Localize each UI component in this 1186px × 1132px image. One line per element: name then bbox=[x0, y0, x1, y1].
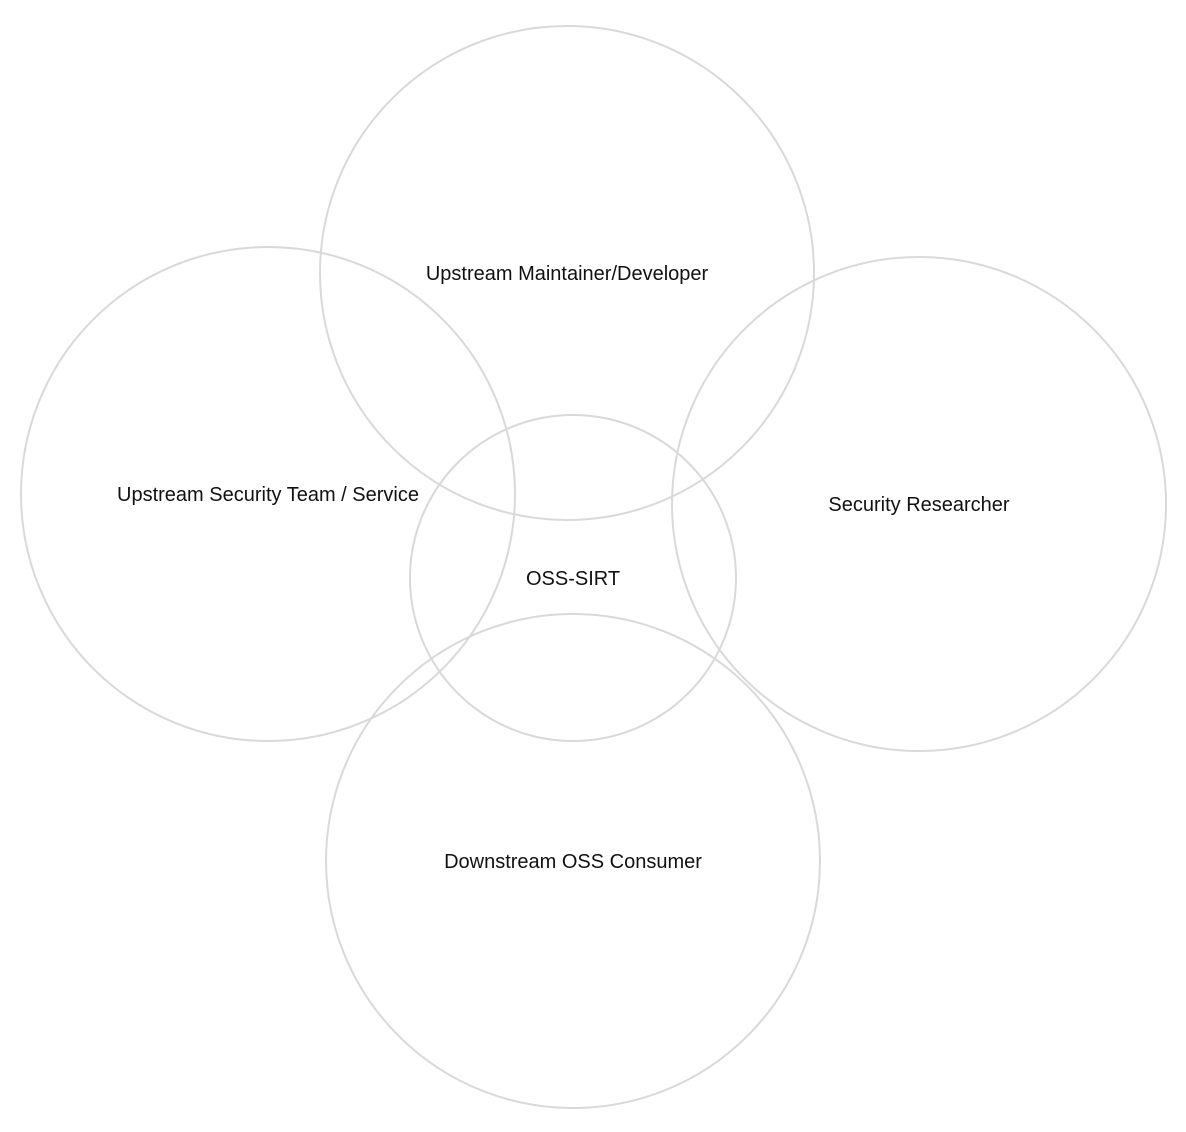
circle-upstream-security-team bbox=[20, 246, 516, 742]
label-upstream-maintainer: Upstream Maintainer/Developer bbox=[426, 263, 709, 285]
circle-oss-sirt bbox=[409, 414, 737, 742]
label-upstream-security-team: Upstream Security Team / Service bbox=[117, 484, 419, 506]
circle-upstream-maintainer bbox=[319, 25, 815, 521]
circle-security-researcher bbox=[671, 256, 1167, 752]
label-security-researcher: Security Researcher bbox=[828, 494, 1010, 516]
label-downstream-consumer: Downstream OSS Consumer bbox=[444, 851, 702, 873]
label-oss-sirt: OSS-SIRT bbox=[526, 568, 620, 590]
circle-downstream-consumer bbox=[325, 613, 821, 1109]
